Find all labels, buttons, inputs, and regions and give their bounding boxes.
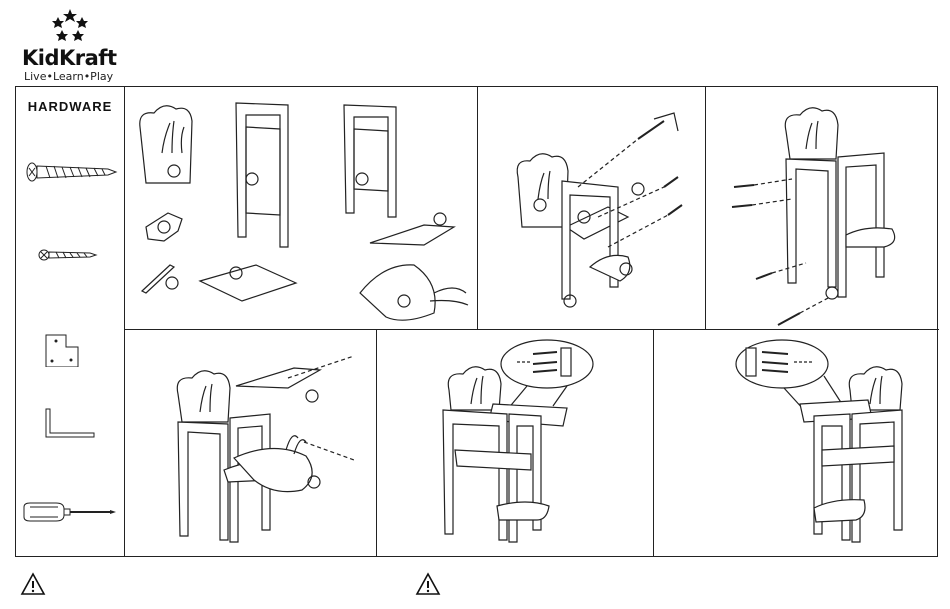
warning-icon <box>20 572 46 596</box>
step-attach-tray-and-cushion <box>124 330 377 556</box>
hardware-item <box>16 157 124 192</box>
brand-tagline: Live•Learn•Play <box>24 70 113 83</box>
stars-logo-icon <box>14 6 124 51</box>
l-bracket-icon <box>16 327 124 367</box>
step-attach-seat <box>478 87 706 330</box>
brand-name: KidKraft <box>22 46 116 70</box>
short-screw-icon <box>16 243 124 267</box>
step-tray-front-view <box>377 330 654 556</box>
parts-overview <box>124 87 478 330</box>
hardware-item <box>16 497 124 532</box>
hardware-title: HARDWARE <box>16 99 124 114</box>
logo: KidKraft Live•Learn•Play <box>14 6 124 86</box>
hardware-item <box>16 327 124 372</box>
hardware-item <box>16 403 124 448</box>
hardware-column: HARDWARE <box>16 87 125 556</box>
hardware-item <box>16 243 124 272</box>
step-tray-side-view <box>654 330 939 556</box>
allen-wrench-icon <box>16 403 124 443</box>
instruction-sheet: HARDWARE <box>15 86 938 557</box>
screwdriver-icon <box>16 497 124 527</box>
warning-icon <box>415 572 441 596</box>
step-attach-legs <box>706 87 939 330</box>
long-screw-icon <box>16 157 124 187</box>
